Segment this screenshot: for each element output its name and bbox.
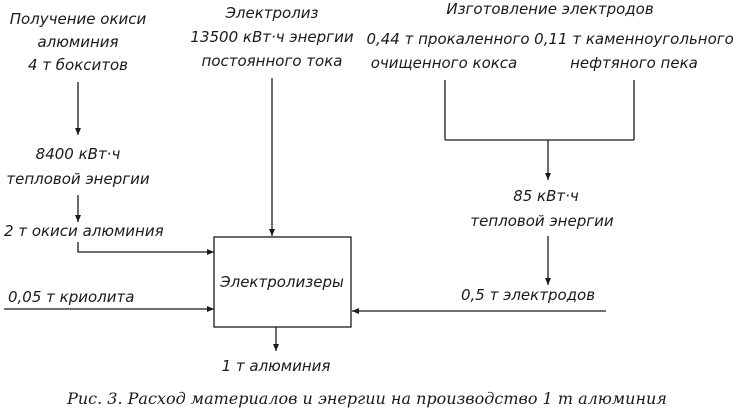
electrodes-production-title: Изготовление электродов (446, 0, 653, 18)
electrolyzers-label: Электролизеры (219, 273, 344, 291)
coke-amount: 0,44 т прокаленного (366, 30, 529, 48)
alumina-production-subtitle: алюминия (37, 33, 118, 51)
alumina-production-title: Получение окиси (10, 10, 147, 28)
alumina-heat-label: тепловой энергии (6, 170, 149, 188)
figure-caption: Рис. 3. Расход материалов и энергии на п… (66, 389, 667, 408)
bauxite-amount: 4 т бокситов (28, 56, 128, 74)
electrolysis-title: Электролиз (224, 4, 318, 22)
electrode-heat-amount: 85 кВт·ч (513, 187, 579, 205)
pitch-amount: 0,11 т каменноугольного (534, 30, 734, 48)
arrow-alumina-to-electrolyzers (77, 242, 214, 255)
electrodes-output-label: 0,5 т электродов (461, 286, 595, 304)
aluminum-output-label: 1 т алюминия (222, 357, 331, 375)
electrolysis-energy-amount: 13500 кВт·ч энергии (190, 28, 353, 46)
alumina-output-label: 2 т окиси алюминия (4, 222, 164, 240)
alumina-heat-amount: 8400 кВт·ч (36, 145, 121, 163)
coke-description: очищенного кокса (371, 54, 518, 72)
pitch-description: нефтяного пека (570, 54, 698, 72)
electrolysis-energy-type: постоянного тока (202, 52, 343, 70)
electrode-heat-label: тепловой энергии (470, 212, 613, 230)
cryolite-label: 0,05 т криолита (8, 288, 134, 306)
electrolyzers-box (213, 236, 352, 328)
